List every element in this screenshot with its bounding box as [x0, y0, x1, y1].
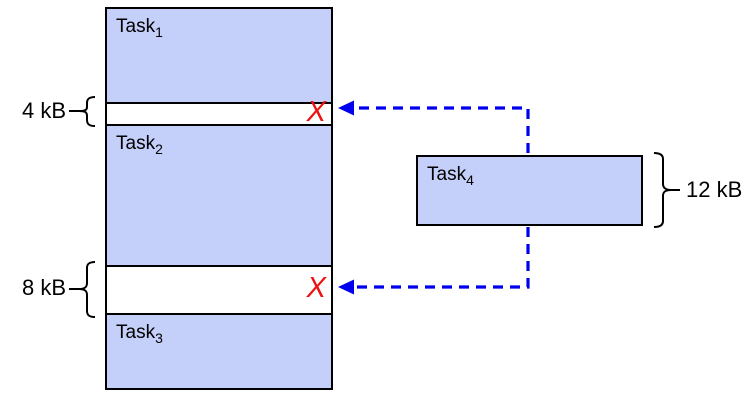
reject-x-mark-4kb: X — [306, 96, 326, 129]
task4-label: Task4 — [427, 164, 474, 188]
reject-x-mark-8kb: X — [306, 272, 326, 305]
task1-label: Task1 — [116, 16, 163, 40]
memory-segment-task3: Task3 — [107, 313, 331, 388]
brace-12kb — [653, 152, 680, 228]
task2-label-subscript: 2 — [155, 140, 163, 157]
task4-label-subscript: 4 — [466, 171, 474, 188]
arrow-task4-to-4kb-gap — [338, 100, 530, 153]
memory-segment-task1: Task1 — [107, 9, 331, 102]
task3-label: Task3 — [116, 322, 163, 346]
arrowhead-left-bottom-icon — [338, 279, 354, 295]
task1-label-subscript: 1 — [155, 23, 163, 40]
task2-label: Task2 — [116, 133, 163, 157]
arrowhead-left-top-icon — [338, 100, 354, 116]
memory-segment-task2: Task2 — [107, 124, 331, 265]
pending-task-size-label-12kb: 12 kB — [686, 177, 743, 202]
gap-size-label-8kb: 8 kB — [21, 275, 66, 300]
brace-8kb — [69, 261, 96, 318]
brace-4kb — [69, 96, 96, 127]
pending-task4-box: Task4 — [416, 155, 643, 226]
task3-label-subscript: 3 — [155, 329, 163, 346]
arrow-task4-to-8kb-gap — [338, 227, 530, 295]
memory-segment-free-gap-4kb: X — [107, 98, 331, 127]
memory-segment-free-gap-8kb: X — [107, 265, 331, 313]
gap-size-label-4kb: 4 kB — [21, 98, 66, 123]
memory-column: Task1 X Task2 X Task3 — [105, 7, 333, 390]
